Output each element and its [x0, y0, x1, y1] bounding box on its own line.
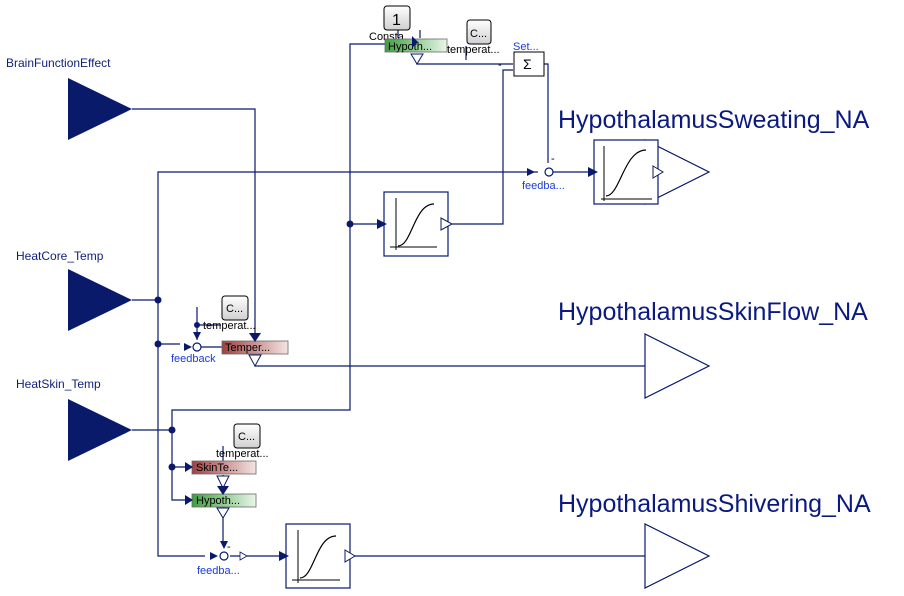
- input-heat-skin[interactable]: HeatSkin_Temp: [16, 377, 132, 461]
- temper-mid-bar[interactable]: Temper...: [221, 333, 289, 368]
- junction-dots: [154, 220, 354, 471]
- input-heat-core-label: HeatCore_Temp: [16, 249, 104, 263]
- sum-block[interactable]: Σ: [513, 51, 545, 77]
- hypoth-low-bar[interactable]: Hypoth...: [185, 486, 257, 519]
- output-skin-flow[interactable]: HypothalamusSkinFlow_NA: [558, 298, 868, 399]
- temper-mid-label: Temper...: [225, 342, 270, 354]
- input-brain[interactable]: BrainFunctionEffect: [6, 56, 132, 140]
- skinte-low-bar[interactable]: SkinTe...: [185, 460, 257, 490]
- c-top-block[interactable]: C... temperat...: [447, 19, 500, 56]
- feedback-low[interactable]: - feedba...: [197, 541, 248, 577]
- constant-block[interactable]: 1 Consta...: [369, 5, 413, 43]
- output-skin-flow-label: HypothalamusSkinFlow_NA: [558, 298, 868, 326]
- feedback-mid-label: feedback: [171, 353, 216, 365]
- mid-curve-block[interactable]: [377, 191, 454, 257]
- hypoth-top-bar[interactable]: Hypoth...: [384, 36, 448, 65]
- output-sweating[interactable]: HypothalamusSweating_NA: [558, 106, 870, 134]
- c-top-label: C...: [470, 28, 487, 40]
- skinte-low-label: SkinTe...: [196, 462, 238, 474]
- feedback-top[interactable]: - feedba...: [522, 153, 565, 192]
- feedback-top-label: feedba...: [522, 180, 565, 192]
- feedback-low-label: feedba...: [197, 565, 240, 577]
- sweating-curve-block[interactable]: [588, 139, 711, 205]
- c-mid-block[interactable]: C... temperat...: [203, 295, 256, 332]
- temperat-low-label: temperat...: [216, 448, 269, 460]
- hypoth-low-label: Hypoth...: [196, 495, 240, 507]
- c-mid-label: C...: [226, 303, 243, 315]
- sum-minus: -: [498, 59, 502, 71]
- input-brain-label: BrainFunctionEffect: [6, 56, 111, 70]
- low-curve-block[interactable]: [279, 523, 356, 589]
- constant-value: 1: [392, 12, 401, 29]
- set-label: Set...: [513, 41, 539, 53]
- output-sweating-label: HypothalamusSweating_NA: [558, 106, 870, 134]
- input-heat-skin-label: HeatSkin_Temp: [16, 377, 101, 391]
- output-shivering[interactable]: HypothalamusShivering_NA: [558, 490, 871, 589]
- temperat-mid-label: temperat...: [203, 320, 256, 332]
- feedback-low-minus: -: [227, 541, 231, 553]
- c-low-block[interactable]: C... temperat...: [216, 423, 269, 460]
- sum-symbol: Σ: [523, 56, 532, 72]
- hypoth-top-label: Hypoth...: [388, 41, 432, 53]
- feedback-mid[interactable]: feedback: [171, 332, 216, 365]
- output-shivering-label: HypothalamusShivering_NA: [558, 490, 871, 518]
- input-heat-core[interactable]: HeatCore_Temp: [16, 249, 132, 331]
- feedback-top-minus: -: [551, 153, 555, 165]
- temperat-top-label: temperat...: [447, 44, 500, 56]
- c-low-label: C...: [238, 431, 255, 443]
